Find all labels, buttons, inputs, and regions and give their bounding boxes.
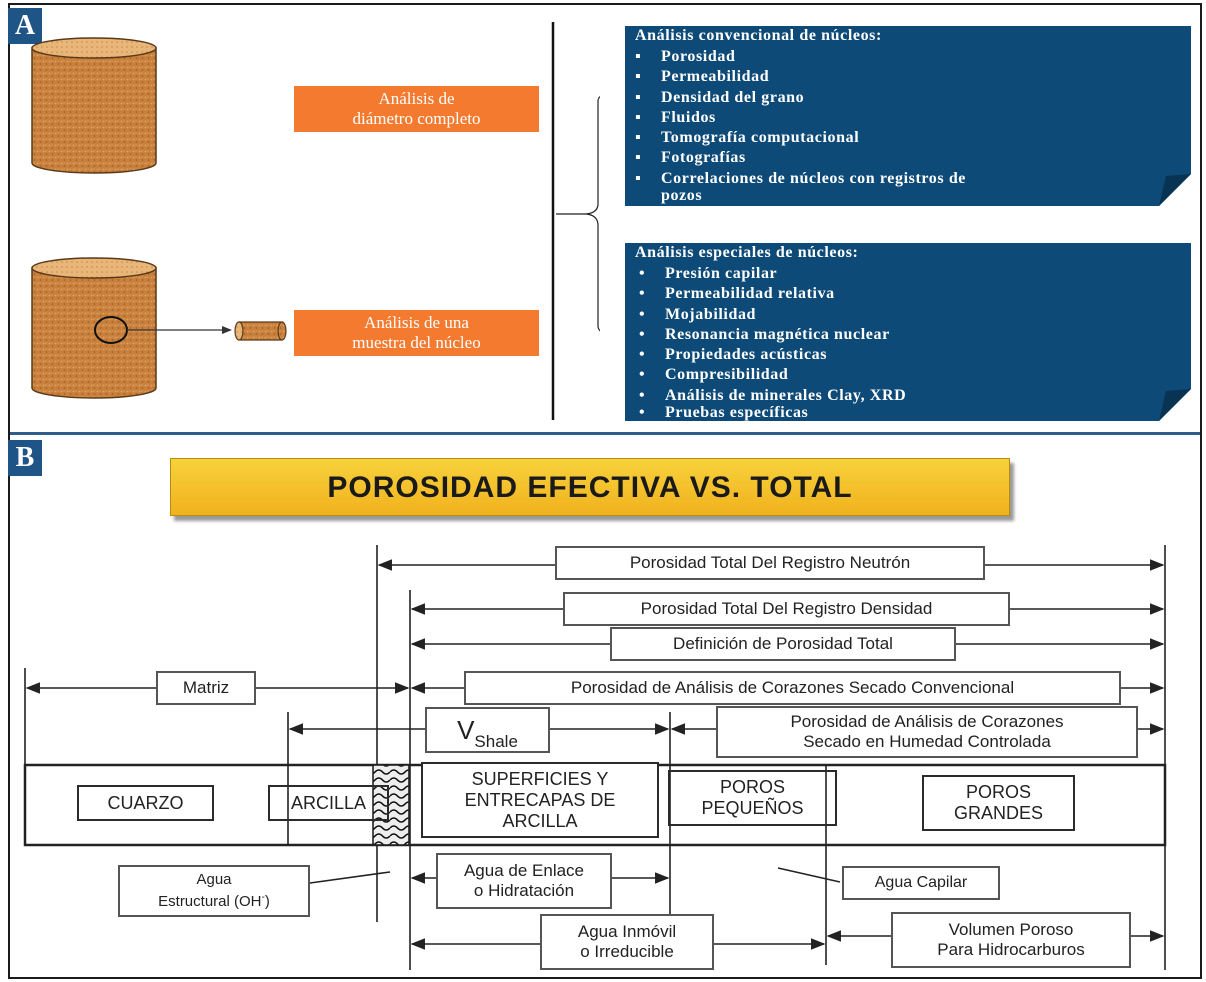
small-pores-cell: POROS PEQUEÑOS [668, 770, 837, 826]
sample-line2: muestra del núcleo [352, 333, 481, 352]
conventional-analysis-panel: Análisis convencional de núcleos: ▪Poros… [625, 26, 1191, 206]
figure-frame [8, 3, 1202, 979]
list-item: ▪Porosidad [635, 48, 736, 65]
surfaces-line3: ARCILLA [502, 810, 578, 831]
special-analysis-panel: Análisis especiales de núcleos: •Presión… [625, 243, 1191, 421]
bound-water-label: Agua de Enlace o Hidratación [436, 853, 612, 909]
small-pores-line2: PEQUEÑOS [701, 798, 804, 818]
full-diameter-line1: Análisis de [378, 89, 455, 108]
structural-line1: Agua [196, 871, 232, 888]
core-plug-icon [234, 321, 287, 341]
panel-divider [10, 432, 1200, 435]
list-item: •Presión capilar [639, 265, 778, 282]
list-item: ▪Densidad del grano [635, 88, 805, 106]
list-item: ▪Fluidos [635, 108, 716, 126]
full-diameter-core-icon [31, 37, 157, 174]
surfaces-line2: ENTRECAPAS DE [464, 789, 616, 810]
special-list: •Presión capilar •Permeabilidad relativa… [639, 264, 1171, 421]
bullet-icon: ▪ [635, 169, 642, 187]
bullet-icon: • [639, 305, 646, 323]
large-pores-line1: POROS [965, 782, 1031, 802]
vshale-subscript: Shale [474, 732, 518, 751]
bullet-icon: • [639, 325, 646, 343]
list-item: •Resonancia magnética nuclear [639, 325, 890, 343]
sample-analysis-box: Análisis de una muestra del núcleo [294, 310, 539, 356]
bullet-icon: • [639, 285, 646, 303]
list-item: ▪Tomografía computacional [635, 129, 860, 147]
small-pores-line1: POROS [719, 777, 785, 797]
brace-connector [556, 95, 600, 332]
vshale-main: V [457, 715, 475, 745]
full-diameter-analysis-box: Análisis de diámetro completo [294, 86, 539, 132]
porosity-title: POROSIDAD EFECTIVA VS. TOTAL [170, 458, 1010, 516]
matrix-label: Matriz [156, 671, 256, 705]
bullet-icon: • [639, 265, 646, 282]
clay-cell: ARCILLA [268, 785, 389, 821]
list-item: •Pruebas específicas [639, 404, 809, 421]
list-item: ▪Correlaciones de núcleos con registros … [635, 169, 967, 187]
core-drawings [31, 22, 600, 420]
humidity-core-porosity-label: Porosidad de Análisis de Corazones Secad… [716, 706, 1138, 758]
bullet-icon: • [639, 366, 646, 384]
list-item: •Análisis de minerales Clay, XRD [639, 386, 907, 404]
neutron-porosity-label: Porosidad Total Del Registro Neutrón [555, 546, 985, 580]
vshale-label: VShale [425, 707, 550, 753]
density-porosity-label: Porosidad Total Del Registro Densidad [563, 592, 1010, 626]
immobile-line1: Agua Inmóvil [577, 922, 677, 941]
bullet-icon: ▪ [635, 149, 642, 167]
bullet-icon: • [639, 346, 646, 364]
hc-line1: Volumen Poroso [948, 920, 1074, 939]
list-item: •Compresibilidad [639, 366, 789, 384]
list-item: pozos [661, 187, 703, 205]
bullet-icon: • [639, 404, 646, 421]
bullet-icon: ▪ [635, 48, 642, 65]
structural-line2: Estructural (OH-) [158, 892, 270, 910]
bullet-icon: • [639, 386, 646, 404]
structural-water-hatch [372, 764, 410, 846]
conventional-panel-shape [625, 26, 1191, 206]
humidity-line2: Secado en Humedad Controlada [803, 732, 1051, 751]
panel-b-label: B [8, 440, 42, 476]
large-pores-line2: GRANDES [953, 803, 1043, 823]
bound-line2: o Hidratación [473, 881, 575, 900]
list-item: •Mojabilidad [639, 305, 757, 323]
hc-line2: Para Hidrocarburos [937, 940, 1085, 959]
list-item: •Propiedades acústicas [639, 346, 828, 364]
total-porosity-definition-label: Definición de Porosidad Total [610, 627, 956, 661]
full-diameter-line2: diámetro completo [352, 109, 481, 128]
quartz-cell: CUARZO [77, 785, 214, 821]
bullet-icon: ▪ [635, 108, 642, 126]
large-pores-cell: POROS GRANDES [922, 775, 1075, 831]
immobile-water-label: Agua Inmóvil o Irreducible [540, 914, 714, 970]
conventional-list: ▪Porosidad ▪Permeabilidad ▪Densidad del … [635, 47, 1171, 205]
bullet-icon: ▪ [635, 88, 642, 106]
humidity-line1: Porosidad de Análisis de Corazones [790, 712, 1064, 731]
bound-line1: Agua de Enlace [463, 861, 585, 880]
list-item: ▪Fotografías [635, 149, 746, 167]
sampled-core-icon [31, 257, 157, 399]
conventional-core-porosity-label: Porosidad de Análisis de Corazones Secad… [464, 671, 1121, 705]
panel-a-label: A [8, 8, 42, 44]
bullet-icon: ▪ [635, 68, 642, 86]
conventional-header: Análisis convencional de núcleos: [635, 27, 882, 44]
list-item: •Permeabilidad relativa [639, 285, 835, 303]
surfaces-line1: SUPERFICIES Y [471, 768, 609, 789]
special-panel-shape [625, 243, 1191, 421]
bullet-icon: ▪ [635, 129, 642, 147]
clay-surfaces-cell: SUPERFICIES Y ENTRECAPAS DE ARCILLA [421, 762, 659, 838]
structural-water-label: Agua Estructural (OH-) [118, 865, 310, 917]
sample-line1: Análisis de una [364, 313, 469, 332]
hydrocarbon-pore-volume-label: Volumen Poroso Para Hidrocarburos [891, 912, 1131, 968]
special-header: Análisis especiales de núcleos: [635, 244, 859, 261]
immobile-line2: o Irreducible [580, 942, 674, 961]
capillary-water-label: Agua Capilar [842, 866, 1000, 900]
list-item: ▪Permeabilidad [635, 68, 770, 86]
